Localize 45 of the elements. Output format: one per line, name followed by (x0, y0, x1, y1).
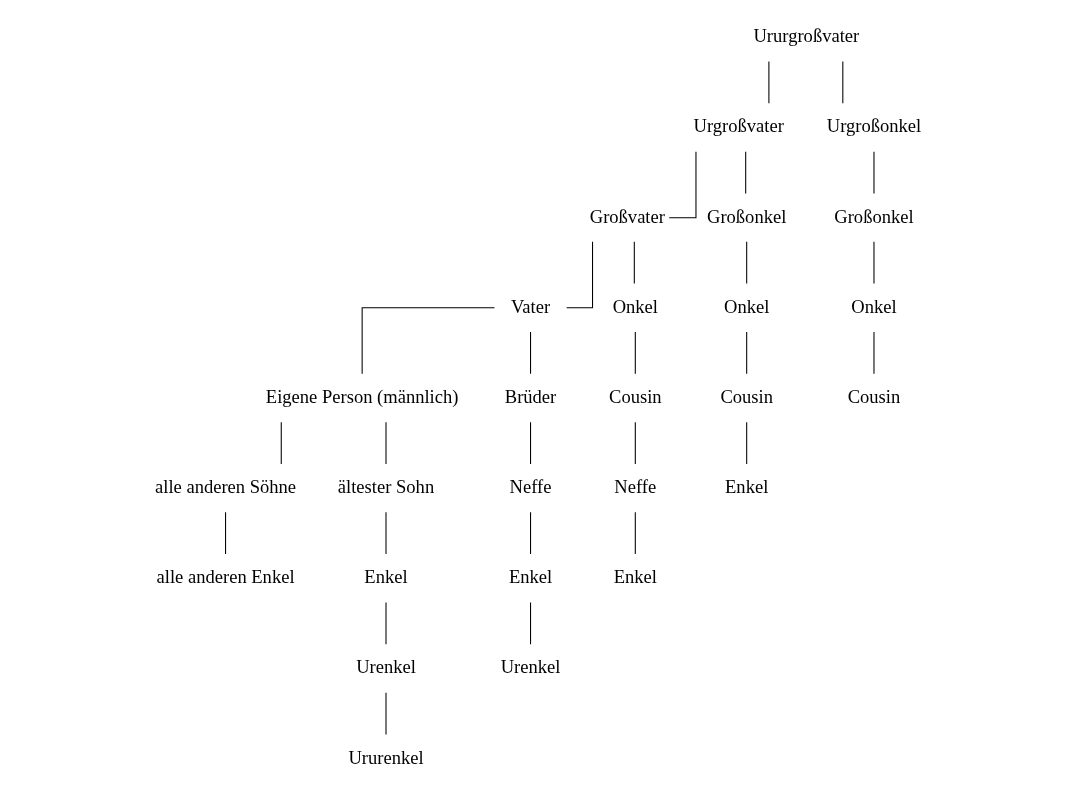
node-text: Onkel (612, 295, 658, 317)
connector (746, 421, 748, 465)
node-text: Großonkel (707, 205, 787, 227)
node-text: Onkel (851, 295, 897, 317)
connector (634, 331, 636, 375)
node-text: Urgroßvater (693, 115, 784, 137)
connector (633, 241, 635, 285)
node-text: Cousin (720, 385, 773, 407)
connector (745, 151, 747, 194)
node-text: Neffe (614, 476, 657, 498)
node-text: Enkel (364, 566, 408, 588)
connector (225, 511, 227, 555)
node-text: Urgroßonkel (826, 115, 922, 137)
connector (668, 151, 697, 219)
node-text: Urenkel (500, 656, 561, 678)
node-text: Ururenkel (348, 746, 424, 768)
connector (530, 421, 532, 465)
connector (842, 60, 844, 104)
connector (746, 331, 748, 375)
node-text: Urenkel (356, 656, 416, 678)
connector (280, 421, 282, 465)
node-text: Eigene Person (männlich) (265, 385, 459, 407)
node-text: Großonkel (834, 205, 914, 227)
node-text: Onkel (724, 295, 770, 317)
connector (530, 511, 532, 555)
node-text: Cousin (609, 385, 662, 407)
connector (566, 241, 594, 309)
connector (530, 331, 532, 375)
node-text: Neffe (509, 476, 552, 498)
node-text: Vater (510, 295, 551, 317)
node-text: Brüder (504, 385, 557, 407)
node-text: Großvater (589, 205, 665, 227)
node-text: alle anderen Enkel (156, 566, 295, 588)
node-text: ältester Sohn (337, 476, 435, 498)
node-text: Ururgroßvater (753, 25, 860, 47)
node-text: Enkel (613, 566, 657, 588)
node-text: Enkel (508, 566, 553, 588)
connector (361, 307, 495, 375)
connector (634, 421, 636, 465)
connector (746, 241, 748, 285)
node-text: Enkel (725, 476, 769, 498)
node-text: Cousin (847, 385, 901, 407)
node-text: alle anderen Söhne (155, 476, 297, 498)
connector (530, 601, 532, 645)
connector (634, 511, 636, 555)
